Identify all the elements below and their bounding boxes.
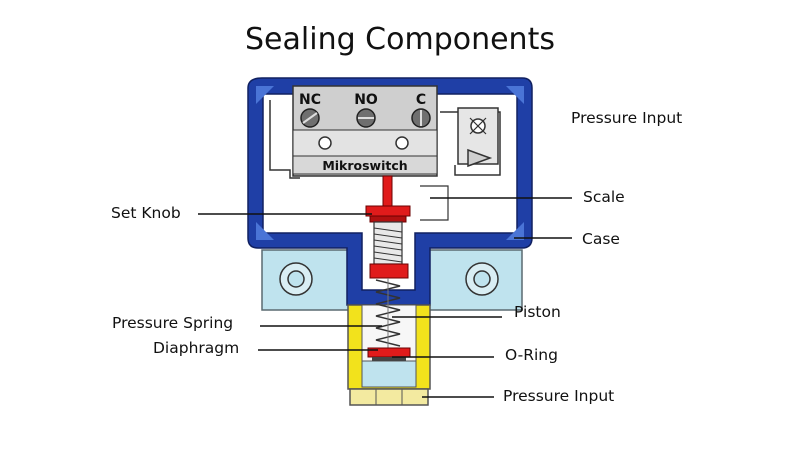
terminal-screw-no <box>356 108 376 128</box>
brass-fitting <box>347 304 431 390</box>
terminal-label-c: C <box>416 92 426 108</box>
terminal-screw-c <box>411 108 431 128</box>
terminal-label-no: NO <box>354 92 378 108</box>
label-case: Case <box>582 230 620 248</box>
upper-seal <box>369 263 409 279</box>
switch-name-label: Mikroswitch <box>322 158 407 173</box>
label-piston: Piston <box>514 303 561 321</box>
o-ring <box>372 357 406 361</box>
label-diaphragm: Diaphragm <box>153 339 240 357</box>
label-pressure-input-bottom: Pressure Input <box>503 387 615 405</box>
adjust-lever <box>457 107 499 168</box>
pressure-spring <box>375 278 401 348</box>
label-set-knob: Set Knob <box>111 204 181 222</box>
mounting-base <box>261 249 523 311</box>
terminal-label-nc: NC <box>299 92 321 108</box>
adjust-screw <box>373 221 403 265</box>
inlet-nut <box>349 388 429 406</box>
label-scale: Scale <box>583 188 625 206</box>
label-pressure-spring: Pressure Spring <box>112 314 234 332</box>
scale-bracket <box>420 185 449 221</box>
terminal-screw-nc <box>300 108 320 128</box>
label-o-ring: O-Ring <box>505 346 558 364</box>
label-pressure-input-top: Pressure Input <box>571 109 683 127</box>
diagram-title: Sealing Components <box>245 22 555 57</box>
micro-switch: NC NO C Mikroswitch <box>292 85 438 177</box>
set-knob <box>365 175 411 223</box>
